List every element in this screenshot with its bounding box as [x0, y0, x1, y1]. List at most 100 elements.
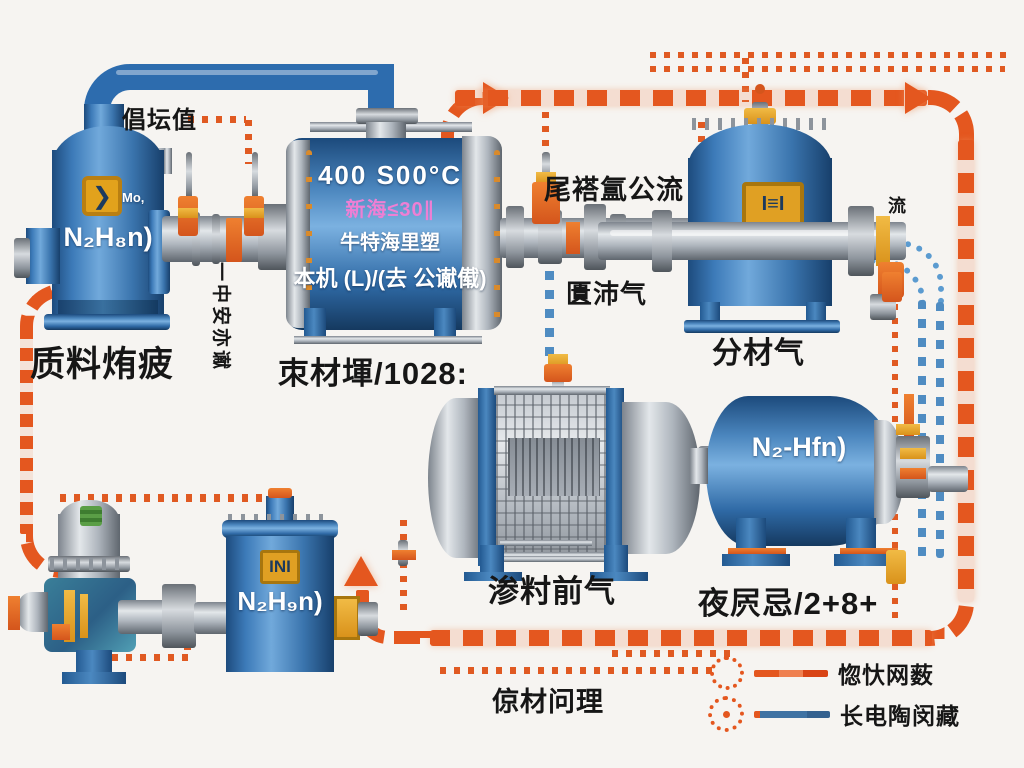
recycle-arrow-right-2: [905, 82, 931, 114]
product-vessel-foot-right: [834, 554, 902, 566]
tank-right-fitting: [334, 596, 360, 640]
shaft-2-disc-1: [506, 206, 524, 268]
product-vessel-fitting-band-2: [900, 468, 926, 479]
label-dotted-drop: [245, 120, 252, 164]
legend-row-2: 长电陶闵藏: [708, 696, 960, 732]
right-line-valve-lower: [886, 550, 906, 584]
standpipe-1-mast: [542, 152, 550, 182]
dotted-circle-icon: [710, 656, 744, 690]
separator-base: [684, 320, 840, 333]
top-dotted-drop: [742, 58, 749, 102]
converter-lattice-rail-top: [494, 386, 610, 395]
feed-vessel-side-note: Mo,: [122, 190, 145, 205]
center-dot-icon: [722, 710, 730, 718]
recycle-corner-bottom-right: [928, 596, 974, 646]
pipe-vertical-note: 一中安亦谳: [210, 262, 231, 373]
arrow-badge-icon: ❯: [91, 182, 113, 210]
legend-label-2: 长电陶闵藏: [840, 703, 960, 729]
separator-pipe-collar: [876, 216, 890, 266]
product-vessel-right-fitting: [896, 436, 930, 498]
feed-vessel-skirt: [58, 300, 158, 318]
tank-lid-bolts: [228, 514, 332, 522]
converter-foot-right: [590, 572, 648, 581]
top-right-dotted-line-2: [650, 66, 1005, 72]
reactor-top-neck: [366, 122, 406, 138]
orange-line-icon: [754, 669, 828, 677]
separator-leg-left: [700, 302, 720, 324]
tank-plaque-text: INI: [269, 557, 291, 576]
reactor-leg-right: [434, 308, 456, 340]
left-section-title: 质料烠疲: [30, 345, 175, 384]
separator-pipe-flange-right: [848, 206, 874, 276]
pump-coupling-stack: [162, 584, 196, 648]
converter-bottom-pipe-1: [500, 540, 592, 546]
separator-cross-pipe-shine: [610, 230, 890, 236]
pump-green-collar: [80, 506, 102, 526]
pump-inlet-cone: [18, 592, 48, 632]
pump-baseplate: [62, 672, 126, 684]
reactor-base-rail: [294, 336, 482, 344]
right-small-note: 流: [888, 196, 907, 216]
mid-thin-dotted-line: [60, 494, 280, 502]
product-vessel-valve-handle: [896, 424, 920, 435]
recycle-arrow-up: [344, 556, 378, 586]
tank-plaque: INI: [260, 550, 300, 584]
overhead-pipe-highlight: [116, 70, 378, 75]
reactor-bolts-right: [494, 150, 500, 320]
top-left-note: 倡坛值: [122, 107, 197, 134]
blue-dotted-right-1: [918, 300, 926, 558]
recycle-line-top: [455, 90, 927, 106]
converter-leg-right: [604, 545, 628, 575]
legend-label-1: 惚忕网薮: [838, 662, 934, 688]
legend-row-1: 惚忕网薮: [710, 656, 934, 690]
left-loop-vertical: [20, 326, 33, 534]
pump-pedestal: [76, 650, 112, 674]
reactor-top-flange: [356, 108, 418, 124]
product-vessel-base-strip-right: [840, 548, 898, 554]
bottom-center-note: 倞材问理: [492, 687, 604, 717]
separator-tag: 分材气: [712, 337, 805, 370]
product-vessel-foot-left: [722, 554, 790, 566]
reactor-line4-label: 本机 (L)/(去 公谳傤): [293, 266, 487, 291]
converter-left-cap: [428, 398, 484, 558]
tank-tag: N₂H₉n): [237, 586, 323, 616]
pump-discharge-pipe: [118, 600, 170, 634]
converter-right-cap: [622, 402, 700, 554]
converter-bottom-pipe-2: [500, 556, 612, 562]
product-vessel-fitting-band-1: [900, 448, 926, 459]
shaft-valve-2-band: [244, 208, 264, 218]
feed-vessel-left-nozzle: [26, 228, 60, 284]
feed-vessel-bracket-2: [164, 148, 172, 174]
product-vessel-left-nozzle: [690, 448, 708, 484]
reactor-pink-label: 新海≤30∥: [345, 199, 435, 221]
product-vessel-tag: N₂-Hfn): [751, 432, 847, 462]
pump-bolt-ticks: [50, 558, 128, 570]
blue-line-icon: [754, 710, 830, 718]
mid-valve-note: 匱沛气: [566, 279, 648, 309]
separator-plaque-text: I≡I: [761, 192, 785, 215]
standpipe-1-knob: [536, 172, 556, 184]
reactor-text-block: 400 S00°C 新海≤30∥ 牛特海里塑 本机 (L)/(去 公谳傤): [290, 160, 490, 293]
pump-internals-3: [52, 624, 70, 640]
product-vessel-base-strip-left: [728, 548, 786, 554]
reactor-line3-label: 牛特海里塑: [340, 232, 440, 254]
bottom-right-title: 夜屄忌/2+8+: [698, 586, 879, 621]
feed-vessel-tag: N₂H₈n): [63, 222, 153, 252]
feed-vessel-badge: ❯: [82, 176, 122, 216]
reactor-leg-left: [304, 308, 326, 340]
label-dotted-line: [188, 116, 246, 123]
converter-leg-left: [480, 545, 504, 575]
separator-pipe-flange-left: [652, 210, 672, 272]
tank-lid: [222, 520, 338, 538]
recycle-line-bottom: [430, 630, 932, 646]
tank-right-dotted: [400, 520, 407, 616]
reactor-temp-label: 400 S00°C: [317, 160, 463, 190]
standpipe-dotted-1: [542, 112, 549, 166]
bottom-dotted-row-2: [440, 667, 712, 674]
converter-foot-left: [464, 572, 522, 581]
converter-top-valve: [544, 364, 572, 382]
product-vessel-saddle-right: [846, 518, 876, 550]
blue-dotted-right-2: [936, 302, 944, 558]
shaft-valve-2-mast: [252, 152, 258, 200]
shaft-1-orange-flange: [226, 218, 242, 262]
